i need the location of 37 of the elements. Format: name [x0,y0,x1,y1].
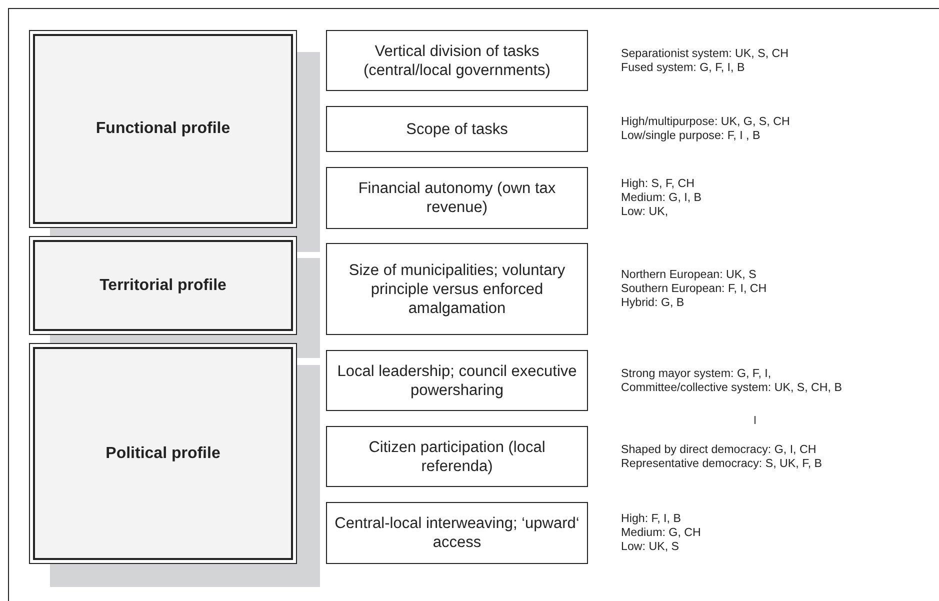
profile-box [29,343,297,564]
criterion-label: Central-local interweaving; ‘upward‘ access [334,514,580,552]
profile-label: Territorial profile [100,276,226,294]
profile-label: Functional profile [96,120,230,138]
criterion-box [326,30,588,91]
classification-note: High: S, F, CH [621,177,696,191]
classification-note: Northern European: UK, S [621,268,758,282]
criterion-box [326,106,588,152]
classification-note: High/multipurpose: UK, G, S, CH [621,115,790,129]
classification-note: Medium: G, I, B [621,191,702,205]
criterion-label: Citizen participation (local referenda) [368,438,546,476]
classification-note: Committee/collective system: UK, S, CH, B [621,380,842,394]
criterion-label: Financial autonomy (own tax revenue) [357,179,557,217]
classification-note: High: F, I, B [621,512,682,526]
criterion-label: Scope of tasks [406,120,508,138]
criterion-label: Vertical division of tasks (central/local governments) [362,42,552,80]
classification-note: Medium: G, CH [621,526,701,540]
classification-note: Strong mayor system: G, F, I, [621,366,772,380]
criterion-box [326,502,588,564]
classification-note: Fused system: G, F, I, B [621,60,746,74]
criterion-label: Local leadership; council executive powersharing [336,362,578,400]
classification-note: Low: UK, S [621,540,680,554]
classification-note: Separationist system: UK, S, CH [621,46,789,60]
criterion-box [326,167,588,229]
criterion-box [326,243,588,335]
criterion-box [326,350,588,411]
classification-note: Shaped by direct democracy: G, I, CH [621,442,818,456]
classification-note: Southern European: F, I, CH [621,282,767,296]
criterion-label: Size of municipalities; voluntary principle versus enforced amalgamation [348,260,566,318]
profile-box [29,30,297,228]
criterion-box [326,426,588,487]
profile-label: Political profile [106,444,220,462]
classification-note: Low: UK, [621,205,670,219]
classification-note: Representative democracy: S, UK, F, B [621,456,824,470]
classification-note: Low/single purpose: F, I , B [621,129,762,143]
classification-note: Hybrid: G, B [621,296,686,310]
profile-box [29,236,297,335]
